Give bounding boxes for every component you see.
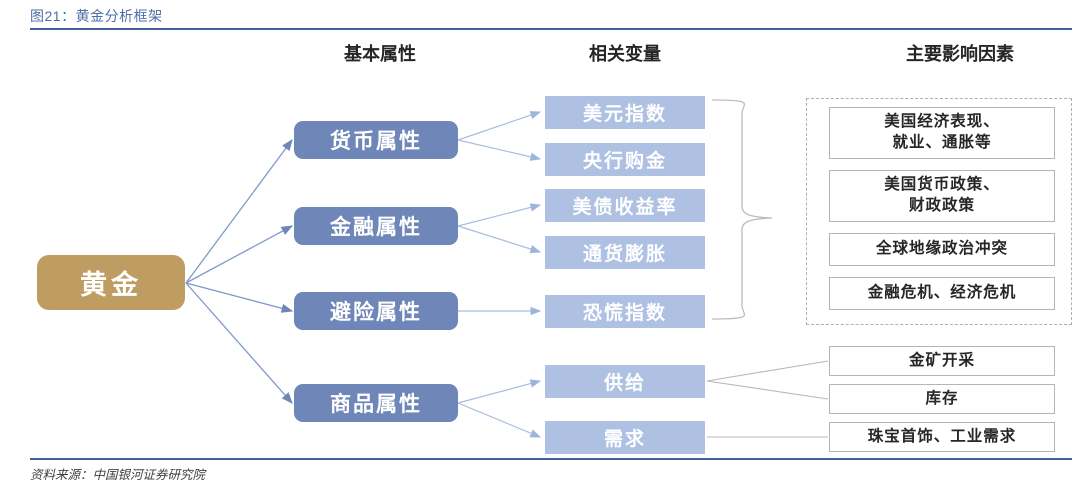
edge-commodity-to-demand	[457, 402, 542, 438]
edge-gold-to-hedge	[185, 282, 294, 313]
node-attribute-commodity[interactable]: 商品属性	[294, 384, 458, 422]
node-attribute-financial[interactable]: 金融属性	[294, 207, 458, 245]
edge-gold-to-commodity	[185, 282, 293, 404]
figure-source: 资料来源：中国银河证券研究院	[30, 468, 206, 482]
top-rule	[30, 28, 1072, 30]
node-variable-cb-gold[interactable]: 央行购金	[545, 143, 705, 176]
edge-currency-to-cb-gold	[457, 139, 542, 161]
column-header-key-factors: 主要影响因素	[906, 44, 1014, 64]
node-variable-usd-index[interactable]: 美元指数	[545, 96, 705, 129]
node-attribute-hedge[interactable]: 避险属性	[294, 292, 458, 330]
figure-title: 图21：黄金分析框架	[30, 8, 163, 24]
edge-currency-to-usd-index	[457, 111, 542, 141]
edge-gold-to-financial	[185, 225, 294, 284]
node-variable-supply[interactable]: 供给	[545, 365, 705, 398]
node-gold[interactable]: 黄金	[37, 255, 185, 310]
factor-box-gold-mining[interactable]: 金矿开采	[829, 346, 1055, 376]
node-attribute-currency[interactable]: 货币属性	[294, 121, 458, 159]
edge-supply-to-inventory	[706, 380, 829, 400]
node-variable-vix[interactable]: 恐慌指数	[545, 295, 705, 328]
grouping-brace	[711, 99, 773, 320]
factor-box-us-economy[interactable]: 美国经济表现、 就业、通胀等	[829, 107, 1055, 159]
factor-box-geopolitics[interactable]: 全球地缘政治冲突	[829, 233, 1055, 266]
factor-box-inventory[interactable]: 库存	[829, 384, 1055, 414]
factor-box-us-policy[interactable]: 美国货币政策、 财政政策	[829, 170, 1055, 222]
factor-box-crisis[interactable]: 金融危机、经济危机	[829, 277, 1055, 310]
node-variable-demand[interactable]: 需求	[545, 421, 705, 454]
edge-financial-to-inflation	[457, 225, 542, 254]
column-header-basic-attributes: 基本属性	[344, 44, 416, 64]
node-variable-ust-yield[interactable]: 美债收益率	[545, 189, 705, 222]
edge-supply-to-mining	[706, 360, 829, 382]
edge-financial-to-ust-yield	[457, 203, 542, 227]
column-header-related-variables: 相关变量	[589, 44, 661, 64]
factor-box-jewelry[interactable]: 珠宝首饰、工业需求	[829, 422, 1055, 452]
edge-commodity-to-supply	[457, 379, 542, 404]
bottom-rule	[30, 458, 1072, 460]
node-variable-inflation[interactable]: 通货膨胀	[545, 236, 705, 269]
edge-gold-to-currency	[185, 138, 293, 284]
factors-group-frame	[806, 98, 1072, 325]
